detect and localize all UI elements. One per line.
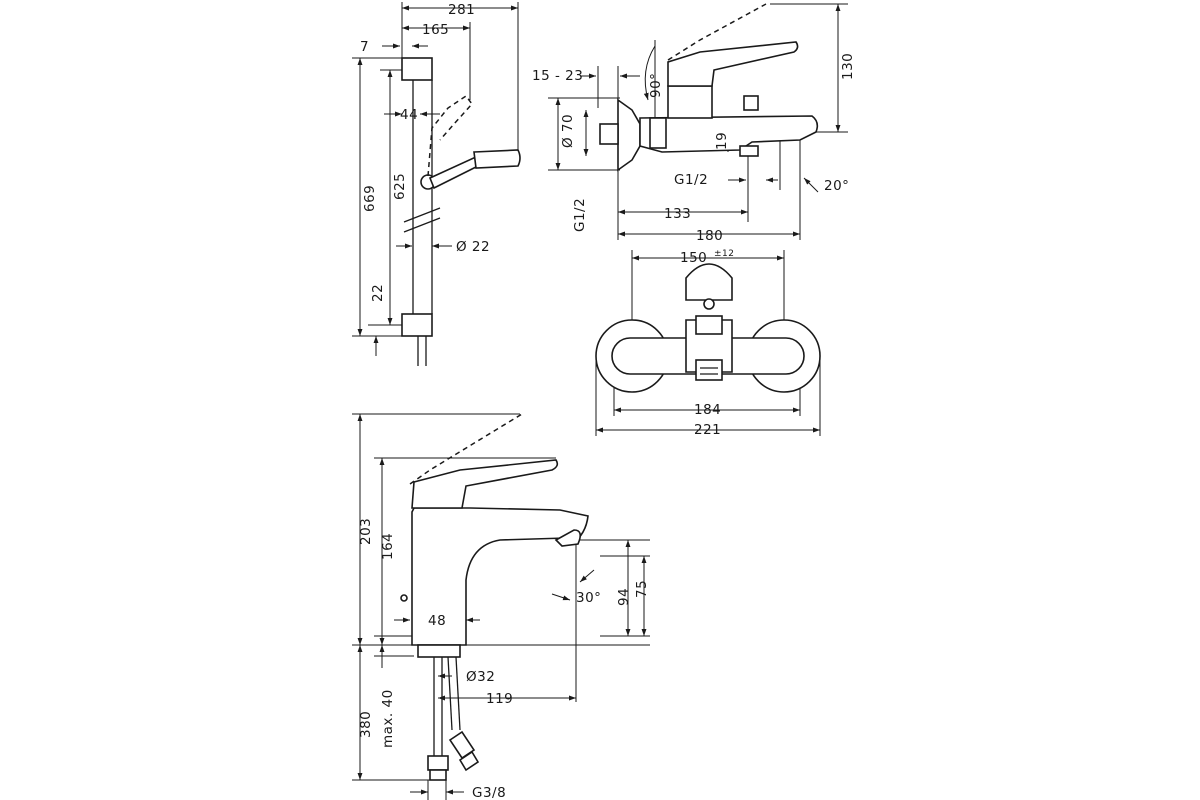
dim-203: 203	[358, 518, 374, 545]
dim-thread-g12-vertical: G1/2	[572, 198, 588, 232]
dim-133: 133	[664, 206, 691, 222]
dim-48: 48	[428, 613, 446, 629]
dim-15-23: 15 - 23	[532, 68, 583, 84]
dim-625: 625	[392, 173, 408, 200]
dim-7: 7	[360, 39, 369, 55]
dim-221: 221	[694, 422, 721, 438]
dim-130: 130	[840, 53, 856, 80]
dim-rail-diameter: Ø 22	[456, 239, 490, 255]
dim-380: 380	[358, 711, 374, 738]
dim-180: 180	[696, 228, 723, 244]
dim-94: 94	[616, 588, 632, 606]
dim-max-40: max. 40	[380, 689, 396, 748]
bath-mixer-front-drawing	[595, 250, 821, 436]
dim-75: 75	[634, 580, 650, 598]
dim-44: 44	[400, 107, 418, 123]
dim-angle-30: 30°	[576, 590, 601, 606]
dim-angle-20: 20°	[824, 178, 849, 194]
dim-150-tolerance: ±12	[714, 249, 735, 259]
dim-184: 184	[694, 402, 721, 418]
dim-thread-g12: G1/2	[674, 172, 708, 188]
dim-150: 150	[680, 250, 707, 266]
dim-119: 119	[486, 691, 513, 707]
dim-281: 281	[448, 2, 475, 18]
dim-165: 165	[422, 22, 449, 38]
shower-set-drawing	[352, 2, 521, 366]
dim-diam-32: Ø32	[466, 669, 495, 685]
dim-thread-g38: G3/8	[472, 785, 506, 800]
dim-angle-90: 90°	[648, 73, 664, 98]
dim-164: 164	[380, 533, 396, 560]
bath-mixer-side-drawing	[548, 3, 848, 240]
dim-19: 19	[714, 132, 730, 150]
dim-669: 669	[362, 185, 378, 212]
basin-mixer-drawing	[352, 413, 650, 800]
dim-22-bottom: 22	[370, 284, 386, 302]
dim-diam-70: Ø 70	[560, 114, 576, 148]
